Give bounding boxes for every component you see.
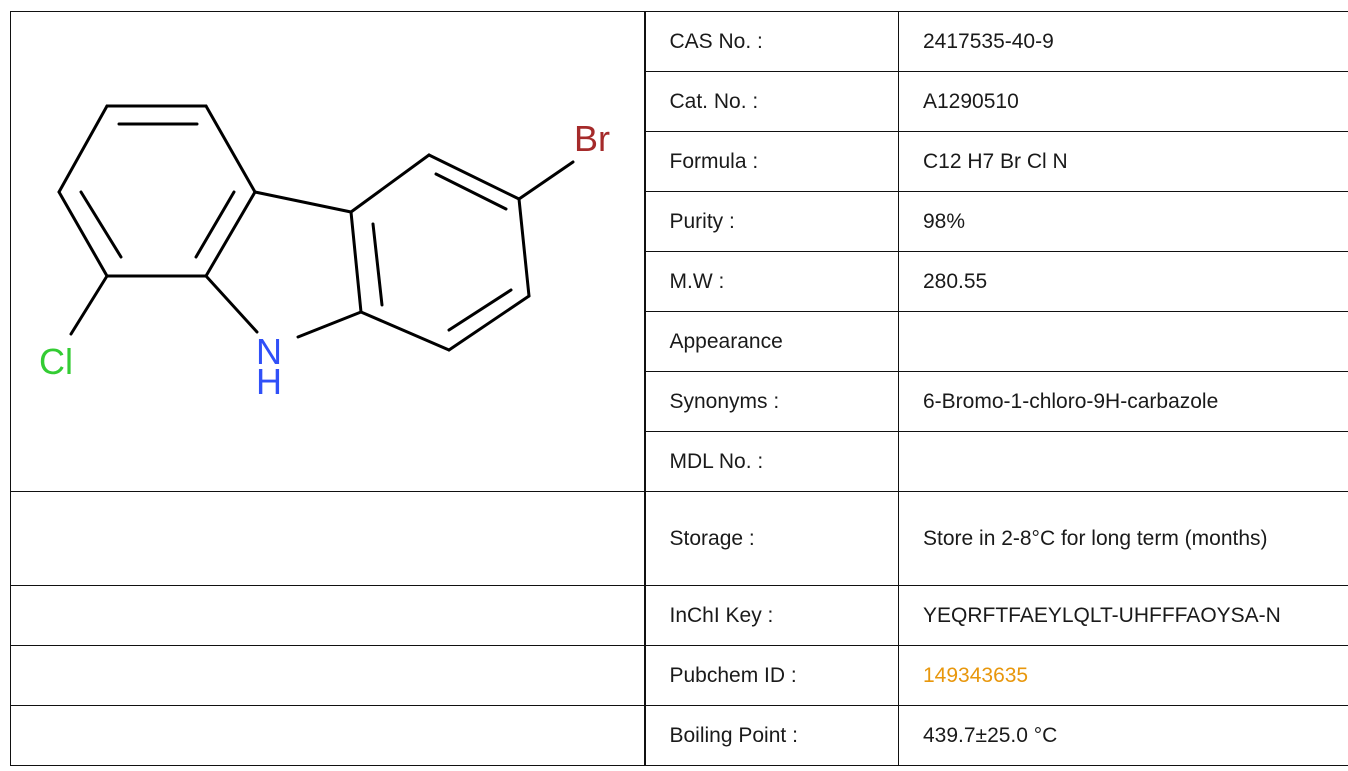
- purity-label: Purity :: [645, 192, 899, 252]
- formula-value: C12 H7 Br Cl N: [899, 132, 1348, 192]
- cas-value: 2417535-40-9: [899, 12, 1348, 72]
- boiling-point-label: Boiling Point :: [645, 706, 899, 766]
- blank-cell: [11, 492, 645, 586]
- formula-label: Formula :: [645, 132, 899, 192]
- pubchem-label: Pubchem ID :: [645, 646, 899, 706]
- inchi-key-value: YEQRFTFAEYLQLT-UHFFFAOYSA-N: [899, 586, 1348, 646]
- cat-label: Cat. No. :: [645, 72, 899, 132]
- blank-cell: [11, 646, 645, 706]
- boiling-point-value: 439.7±25.0 °C: [899, 706, 1348, 766]
- pubchem-id-link[interactable]: 149343635: [923, 664, 1028, 687]
- chemical-structure: Br Cl N H: [11, 12, 643, 492]
- mdl-value: [899, 432, 1348, 492]
- cat-value: A1290510: [899, 72, 1348, 132]
- blank-cell: [11, 586, 645, 646]
- cas-label: CAS No. :: [645, 12, 899, 72]
- mdl-label: MDL No. :: [645, 432, 899, 492]
- atom-h-label: H: [256, 361, 282, 402]
- structure-cell: Br Cl N H: [11, 12, 645, 492]
- product-spec-sheet: Br Cl N H CAS No. : 2417535-40-9 Cat. No…: [10, 11, 1348, 771]
- spec-table: Br Cl N H CAS No. : 2417535-40-9 Cat. No…: [10, 11, 1348, 766]
- appearance-label: Appearance: [645, 312, 899, 372]
- purity-value: 98%: [899, 192, 1348, 252]
- pubchem-value-cell: 149343635: [899, 646, 1348, 706]
- atom-br-label: Br: [574, 118, 610, 159]
- blank-cell: [11, 706, 645, 766]
- synonyms-label: Synonyms :: [645, 372, 899, 432]
- atom-cl-label: Cl: [39, 341, 73, 382]
- mw-label: M.W :: [645, 252, 899, 312]
- mw-value: 280.55: [899, 252, 1348, 312]
- storage-value: Store in 2-8°C for long term (months): [899, 492, 1348, 586]
- storage-label: Storage :: [645, 492, 899, 586]
- inchi-key-label: InChI Key :: [645, 586, 899, 646]
- synonyms-value: 6-Bromo-1-chloro-9H-carbazole: [899, 372, 1348, 432]
- appearance-value: [899, 312, 1348, 372]
